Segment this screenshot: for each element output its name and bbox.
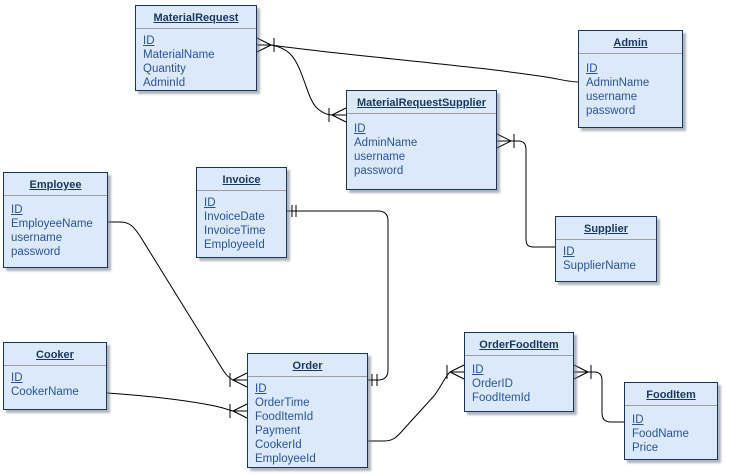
entity-order-food-item[interactable]: OrderFoodItem ID OrderID FoodItemId — [464, 332, 574, 412]
entity-title: MaterialRequestSupplier — [347, 91, 496, 114]
entity-employee[interactable]: Employee ID EmployeeName username passwo… — [3, 172, 108, 268]
entity-field: AdminId — [143, 77, 186, 89]
entity-field: password — [586, 105, 636, 117]
entity-field: Price — [632, 442, 659, 454]
entity-field: Payment — [255, 425, 301, 437]
entity-field: EmployeeId — [255, 453, 316, 465]
entity-field: InvoiceDate — [204, 211, 265, 223]
entity-field-pk: ID — [255, 383, 267, 395]
entity-title: MaterialRequest — [136, 6, 256, 29]
connector-order-orderfooditem[interactable] — [368, 364, 465, 442]
entity-cooker[interactable]: Cooker ID CookerName — [3, 342, 107, 410]
entity-field: EmployeeName — [11, 218, 93, 230]
entity-title: OrderFoodItem — [465, 333, 573, 356]
entity-food-item[interactable]: FoodItem ID FoodName Price — [624, 382, 718, 460]
entity-field: username — [11, 232, 63, 244]
entity-title: Order — [248, 354, 367, 377]
entity-field-pk: ID — [143, 35, 155, 47]
entity-field-pk: ID — [563, 246, 575, 258]
entity-title: Admin — [579, 31, 682, 54]
entity-field: FoodItemId — [255, 411, 314, 423]
connector-materialrequest-admin[interactable] — [256, 37, 579, 83]
entity-field: SupplierName — [563, 260, 636, 272]
entity-field: FoodName — [632, 428, 689, 440]
entity-field-pk: ID — [354, 123, 366, 135]
entity-field: FoodItemId — [472, 392, 531, 404]
entity-title: Cooker — [4, 343, 106, 366]
entity-title: Invoice — [197, 168, 286, 191]
entity-field: AdminName — [586, 77, 650, 89]
entity-order[interactable]: Order ID OrderTime FoodItemId Payment Co… — [247, 353, 368, 468]
entity-field: OrderID — [472, 378, 513, 390]
connector-invoice-order[interactable] — [287, 205, 389, 386]
entity-field: InvoiceTime — [204, 225, 266, 237]
entity-field: AdminName — [354, 137, 418, 149]
entity-field-pk: ID — [11, 372, 23, 384]
entity-field: username — [354, 151, 406, 163]
entity-field-pk: ID — [632, 414, 644, 426]
connector-materialrequest-materialrequestsupplier[interactable] — [270, 44, 347, 123]
entity-material-request[interactable]: MaterialRequest ID MaterialName Quantity… — [135, 5, 257, 91]
entity-title: Supplier — [556, 217, 656, 240]
connector-employee-order[interactable] — [108, 221, 248, 388]
entity-field: CookerName — [11, 386, 79, 398]
entity-invoice[interactable]: Invoice ID InvoiceDate InvoiceTime Emplo… — [196, 167, 287, 258]
entity-field-pk: ID — [11, 204, 23, 216]
entity-field: OrderTime — [255, 397, 310, 409]
entity-supplier[interactable]: Supplier ID SupplierName — [555, 216, 657, 282]
entity-field: password — [354, 165, 404, 177]
entity-field: CookerId — [255, 439, 302, 451]
connector-materialrequestsupplier-supplier[interactable] — [496, 133, 555, 248]
connector-cooker-order[interactable] — [106, 392, 248, 419]
entity-field: EmployeeId — [204, 239, 265, 251]
entity-field: Quantity — [143, 63, 186, 75]
entity-admin[interactable]: Admin ID AdminName username password — [578, 30, 683, 128]
entity-material-request-supplier[interactable]: MaterialRequestSupplier ID AdminName use… — [346, 90, 497, 190]
entity-field: username — [586, 91, 638, 103]
entity-field-pk: ID — [204, 197, 216, 209]
entity-title: FoodItem — [625, 383, 717, 406]
entity-title: Employee — [4, 173, 107, 196]
connector-orderfooditem-fooditem[interactable] — [573, 364, 624, 423]
entity-field-pk: ID — [586, 63, 598, 75]
entity-field: MaterialName — [143, 49, 215, 61]
entity-field-pk: ID — [472, 364, 484, 376]
entity-field: password — [11, 246, 61, 258]
